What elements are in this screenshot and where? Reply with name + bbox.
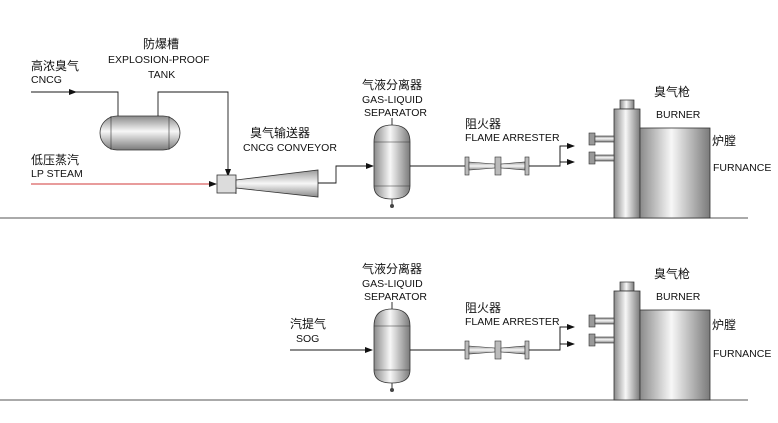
- arrester-label-zh-top: 阻火器: [465, 117, 501, 131]
- burner-bottom: [588, 281, 641, 401]
- arrester-to-burner-pipe-bottom: [529, 324, 575, 351]
- arrester-label-zh-bottom: 阻火器: [465, 301, 501, 315]
- furnace-label-zh-top: 炉膛: [712, 134, 736, 148]
- arrester-label-en-top: FLAME ARRESTER: [465, 132, 560, 144]
- bottom-row: 汽提气 SOG 气液分离器 GAS-LIQUID SEPARATOR 阻火器 F…: [0, 261, 771, 401]
- arrester-label-en-bottom: FLAME ARRESTER: [465, 316, 560, 328]
- burner-label-en-top: BURNER: [656, 109, 701, 121]
- explosion-proof-tank: [99, 115, 181, 151]
- separator-label-en1-bottom: GAS-LIQUID: [362, 278, 423, 290]
- cncg-label-zh: 高浓臭气: [31, 58, 79, 73]
- arrester-branch-pipe-top: [559, 146, 575, 165]
- flame-arrester-bottom: [464, 340, 530, 360]
- furnace-label-zh-bottom: 炉膛: [712, 318, 736, 332]
- top-row: 高浓臭气 CNCG 防爆槽 EXPLOSION-PROOF TANK 低压蒸汽 …: [0, 36, 771, 219]
- furnace-bottom: [639, 309, 711, 401]
- tank-label-en-1: EXPLOSION-PROOF: [108, 54, 210, 66]
- gas-liquid-separator-top: [373, 118, 411, 208]
- separator-label-zh-top: 气液分离器: [362, 77, 422, 92]
- arrester-to-burner-pipe-top: [529, 143, 575, 167]
- cncg-conveyor: [216, 169, 319, 198]
- flame-arrester-top: [464, 156, 530, 176]
- steam-label-zh: 低压蒸汽: [31, 152, 79, 167]
- burner-label-en-bottom: BURNER: [656, 291, 701, 303]
- burner-label-zh-bottom: 臭气枪: [654, 266, 690, 281]
- burner-label-zh-top: 臭气枪: [654, 84, 690, 99]
- tank-label-zh: 防爆槽: [143, 36, 179, 51]
- furnace-top: [639, 127, 711, 219]
- gas-liquid-separator-bottom: [373, 302, 411, 392]
- conveyor-to-separator-pipe: [318, 163, 374, 184]
- separator-label-zh-bottom: 气液分离器: [362, 261, 422, 276]
- furnace-label-en-top: FURNANCE: [713, 162, 771, 174]
- arrester-branch-pipe-bottom: [559, 327, 575, 347]
- sog-label-zh: 汽提气: [290, 316, 326, 331]
- steam-label-en: LP STEAM: [31, 168, 83, 180]
- separator-label-en2-bottom: SEPARATOR: [364, 291, 427, 303]
- separator-label-en1-top: GAS-LIQUID: [362, 94, 423, 106]
- furnace-label-en-bottom: FURNANCE: [713, 348, 771, 360]
- cncg-label-en: CNCG: [31, 74, 62, 86]
- sog-label-en: SOG: [296, 333, 319, 345]
- burner-top: [588, 99, 641, 219]
- conveyor-label-zh: 臭气输送器: [250, 125, 310, 140]
- separator-label-en2-top: SEPARATOR: [364, 107, 427, 119]
- conveyor-label-en: CNCG CONVEYOR: [243, 142, 337, 154]
- cncg-to-tank-pipe: [76, 91, 119, 116]
- tank-to-conveyor-pipe: [157, 91, 231, 177]
- tank-label-en-2: TANK: [148, 69, 175, 81]
